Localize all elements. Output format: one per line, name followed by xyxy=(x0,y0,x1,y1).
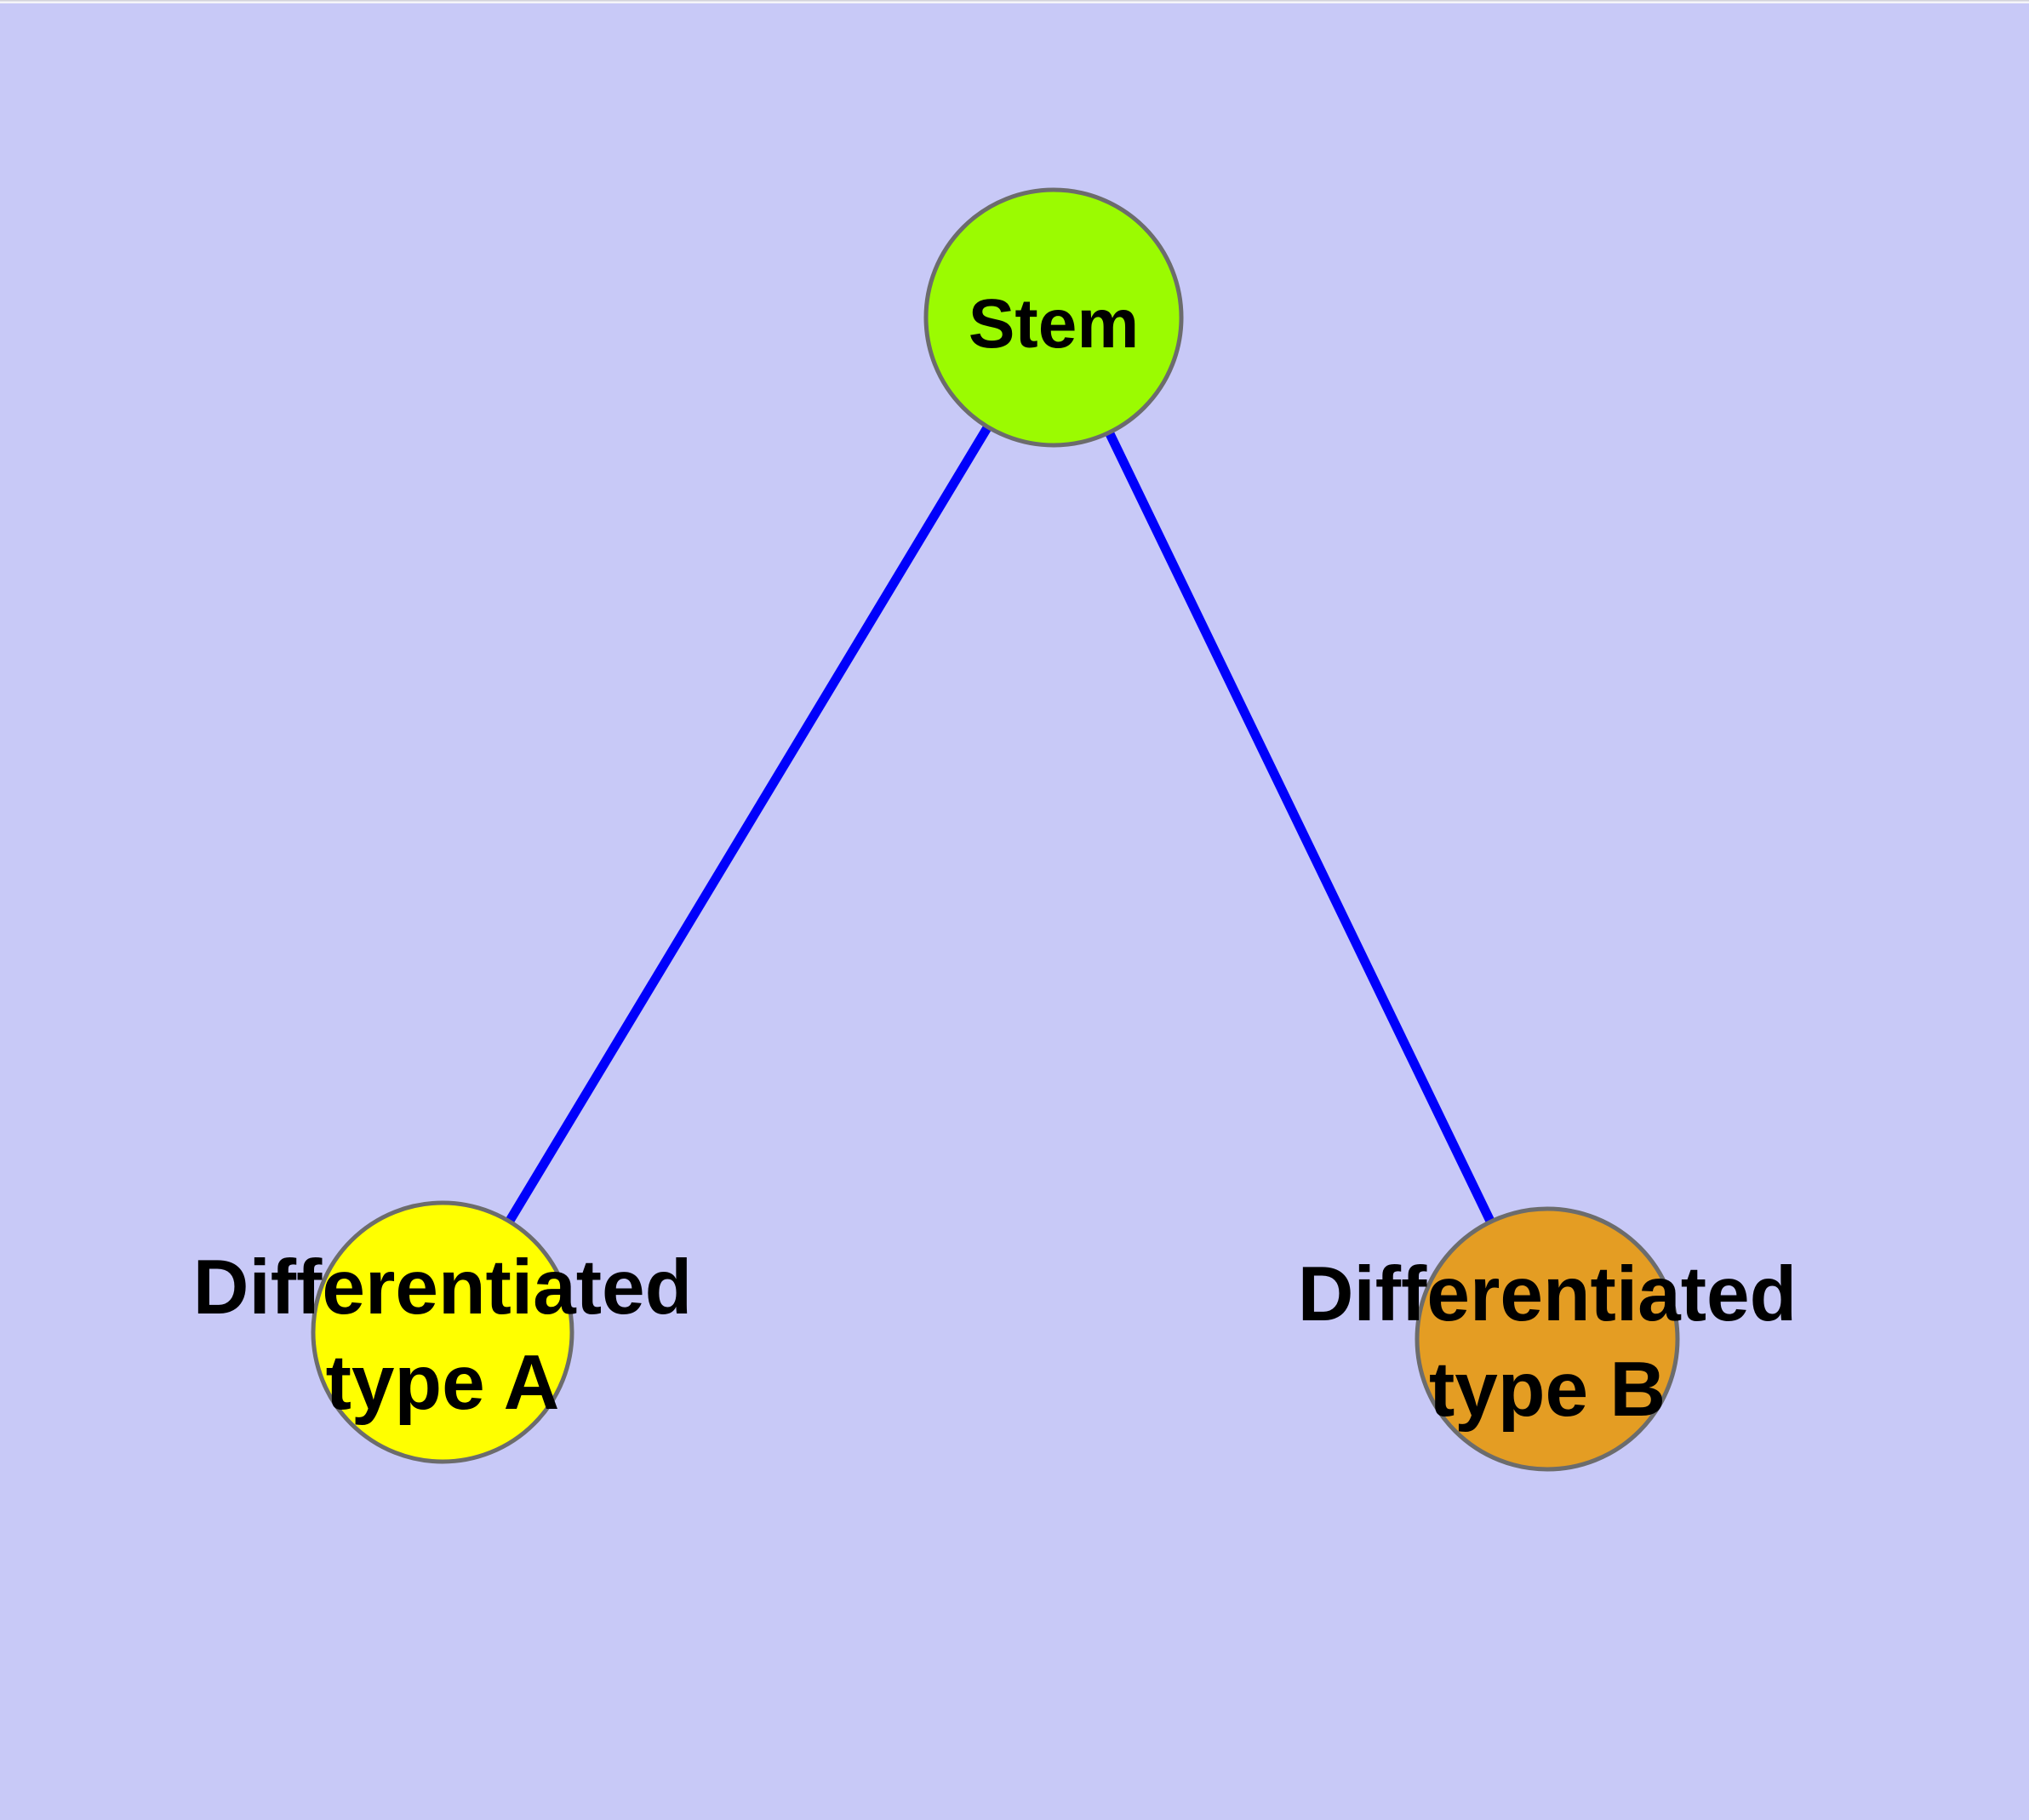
edge-stem-to-type-a xyxy=(438,315,1058,1335)
edge-stem-to-type-b xyxy=(1049,315,1552,1342)
node-type-b-label-line1: Differentiated xyxy=(1298,1251,1798,1337)
top-edge-strip xyxy=(0,1,2029,3)
node-type-a-label-line2: type A xyxy=(326,1340,560,1426)
node-type-b xyxy=(1415,1206,1680,1472)
node-type-a xyxy=(311,1200,574,1464)
node-stem-label: Stem xyxy=(969,285,1140,363)
top-edge-hairline xyxy=(0,0,2029,2)
node-type-a-label-line1: Differentiated xyxy=(193,1245,693,1331)
node-stem xyxy=(923,187,1184,448)
node-type-b-label-line2: type B xyxy=(1429,1347,1666,1433)
